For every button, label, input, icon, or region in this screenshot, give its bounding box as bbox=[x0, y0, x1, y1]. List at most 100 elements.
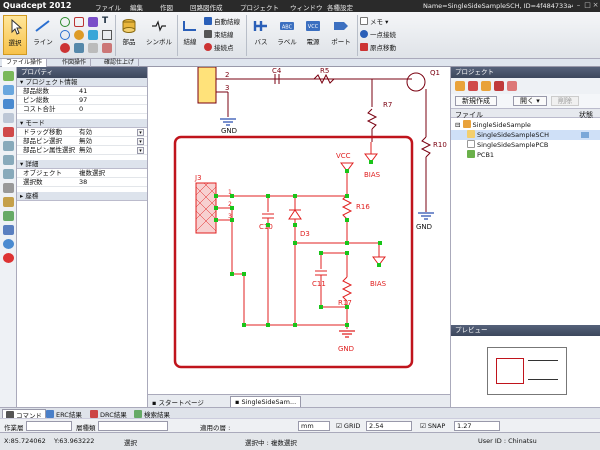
tree-item-pcb1[interactable]: PCB1 bbox=[451, 150, 600, 160]
auto-wire-button[interactable]: 自動結線 bbox=[204, 16, 240, 26]
select-button[interactable]: 選択 bbox=[3, 15, 27, 55]
menu-draw[interactable]: 作図 bbox=[160, 4, 173, 12]
schematic-svg[interactable]: 2 3 GND C4 R5 R7 Q1 R10 GND VCC BIAS J3 bbox=[148, 67, 450, 394]
paste-icon[interactable] bbox=[3, 225, 14, 235]
section-project-info[interactable]: ▾ プロジェクト情報 bbox=[17, 78, 147, 87]
work-layer-select[interactable] bbox=[26, 421, 72, 431]
connector-j3[interactable] bbox=[195, 182, 217, 234]
maximize-icon[interactable]: □ bbox=[584, 1, 591, 9]
ground-symbol[interactable] bbox=[339, 330, 355, 338]
tree-item-sch[interactable]: SingleSideSampleSCH bbox=[451, 130, 600, 140]
layer-group-select[interactable] bbox=[98, 421, 168, 431]
dropdown-icon[interactable]: ▾ bbox=[137, 129, 144, 136]
resistor-r5[interactable] bbox=[313, 73, 335, 85]
port-button[interactable]: ポート bbox=[327, 15, 355, 55]
menu-edit[interactable]: 編集 bbox=[130, 4, 143, 12]
grid-value-input[interactable]: 2.54 bbox=[366, 421, 412, 431]
menu-window[interactable]: ウィンドウ bbox=[290, 4, 323, 12]
tree-item-pcb[interactable]: SingleSideSamplePCB bbox=[451, 140, 600, 150]
resistor-r16[interactable] bbox=[341, 194, 353, 220]
new-button[interactable]: 新規作成 bbox=[455, 96, 497, 106]
arrow-left-icon[interactable] bbox=[3, 71, 14, 81]
label-button[interactable]: ABC ラベル bbox=[274, 15, 300, 55]
arc-icon[interactable] bbox=[60, 30, 70, 40]
component-top-block[interactable] bbox=[197, 67, 217, 104]
group-icon[interactable] bbox=[74, 43, 84, 53]
schematic-canvas[interactable]: 2 3 GND C4 R5 R7 Q1 R10 GND VCC BIAS J3 bbox=[148, 67, 450, 394]
diode-d3[interactable] bbox=[288, 209, 302, 220]
symbol-button[interactable]: シンボル bbox=[143, 15, 175, 55]
prop-row[interactable]: 部品ピン選択無効▾ bbox=[17, 137, 147, 146]
arrow-right-icon[interactable] bbox=[3, 85, 14, 95]
zoom-fit-icon[interactable] bbox=[3, 169, 14, 179]
polygon-icon[interactable] bbox=[88, 30, 98, 40]
prop-row[interactable]: 部品ピン属性選択無効▾ bbox=[17, 146, 147, 155]
settings-icon[interactable] bbox=[3, 239, 14, 249]
delete-icon[interactable] bbox=[3, 127, 14, 137]
wire-button[interactable]: 結線 bbox=[179, 15, 201, 55]
transistor-q1[interactable] bbox=[406, 72, 426, 92]
unit-select[interactable]: mm bbox=[298, 421, 330, 431]
resistor-r17[interactable] bbox=[341, 276, 353, 302]
one-point-button[interactable]: 一点接続 bbox=[360, 29, 396, 39]
preview-thumbnail[interactable] bbox=[487, 347, 567, 395]
open-project-icon[interactable] bbox=[468, 81, 478, 91]
fill-circle-icon[interactable] bbox=[74, 30, 84, 40]
zoom-in-icon[interactable] bbox=[3, 141, 14, 151]
grid-checkbox[interactable]: ☑ GRID bbox=[336, 422, 361, 430]
resistor-r7[interactable] bbox=[366, 108, 378, 130]
bus-button[interactable]: バス bbox=[249, 15, 273, 55]
vcc-symbol[interactable] bbox=[340, 162, 354, 172]
resistor-r10[interactable] bbox=[420, 136, 432, 158]
section-detail[interactable]: ▾ 詳細 bbox=[17, 160, 147, 169]
table-icon[interactable] bbox=[88, 43, 98, 53]
text-icon[interactable]: T bbox=[102, 16, 109, 26]
measure-icon[interactable] bbox=[3, 183, 14, 193]
tab-file-ops[interactable]: ファイル操作 bbox=[2, 59, 48, 67]
menu-project[interactable]: プロジェクト bbox=[240, 4, 279, 12]
part-button[interactable]: 部品 bbox=[117, 15, 141, 55]
open-button[interactable]: 開く ▾ bbox=[513, 96, 547, 106]
tab-search[interactable]: 検索結果 bbox=[134, 409, 170, 419]
prop-row[interactable]: ドラッグ移動有効▾ bbox=[17, 128, 147, 137]
menu-settings[interactable]: 各種設定 bbox=[327, 4, 353, 12]
triangle-icon[interactable] bbox=[88, 17, 98, 27]
ground-symbol[interactable] bbox=[220, 118, 236, 126]
menu-schematic[interactable]: 回路図作成 bbox=[190, 4, 223, 12]
help-icon[interactable] bbox=[3, 253, 14, 263]
tab-drc[interactable]: DRC結果 bbox=[90, 409, 127, 419]
menu-file[interactable]: ファイル bbox=[95, 4, 121, 12]
dropdown-icon[interactable]: ▾ bbox=[137, 147, 144, 154]
preview-viewport[interactable] bbox=[496, 358, 524, 384]
cut-icon[interactable] bbox=[3, 197, 14, 207]
delete-button[interactable]: 削除 bbox=[551, 96, 579, 106]
zoom-out-icon[interactable] bbox=[3, 155, 14, 165]
connect-point-button[interactable]: 接続点 bbox=[204, 42, 234, 52]
tab-draw-ops[interactable]: 作図操作 bbox=[58, 59, 92, 67]
save-project-icon[interactable] bbox=[481, 81, 491, 91]
minimize-icon[interactable]: – bbox=[576, 1, 581, 9]
close-icon[interactable]: × bbox=[592, 1, 599, 9]
dropdown-icon[interactable]: ▾ bbox=[137, 138, 144, 145]
selection-frame[interactable] bbox=[173, 135, 414, 369]
grid-icon[interactable] bbox=[3, 113, 14, 123]
circle-icon[interactable] bbox=[60, 17, 70, 27]
tab-erc[interactable]: ERC結果 bbox=[46, 409, 82, 419]
start-page-tab[interactable]: ▪ スタートページ bbox=[152, 399, 204, 407]
close-project-icon[interactable] bbox=[494, 81, 504, 91]
section-mode[interactable]: ▾ モード bbox=[17, 119, 147, 128]
export-icon[interactable] bbox=[507, 81, 517, 91]
origin-move-button[interactable]: 原点移動 bbox=[360, 42, 396, 52]
tab-finish[interactable]: 確認仕上げ bbox=[100, 59, 140, 67]
new-project-icon[interactable] bbox=[455, 81, 465, 91]
rect-icon[interactable] bbox=[74, 17, 84, 27]
line-button[interactable]: ライン bbox=[30, 15, 56, 55]
copy-icon[interactable] bbox=[3, 211, 14, 221]
section-coords[interactable]: ▸ 座標 bbox=[17, 192, 147, 201]
point-icon[interactable] bbox=[60, 43, 70, 53]
pen-icon[interactable] bbox=[102, 43, 112, 53]
ground-symbol[interactable] bbox=[418, 212, 434, 220]
image-icon[interactable] bbox=[102, 30, 112, 40]
power-button[interactable]: VCC 電源 bbox=[301, 15, 325, 55]
snap-checkbox[interactable]: ☑ SNAP bbox=[420, 422, 446, 430]
